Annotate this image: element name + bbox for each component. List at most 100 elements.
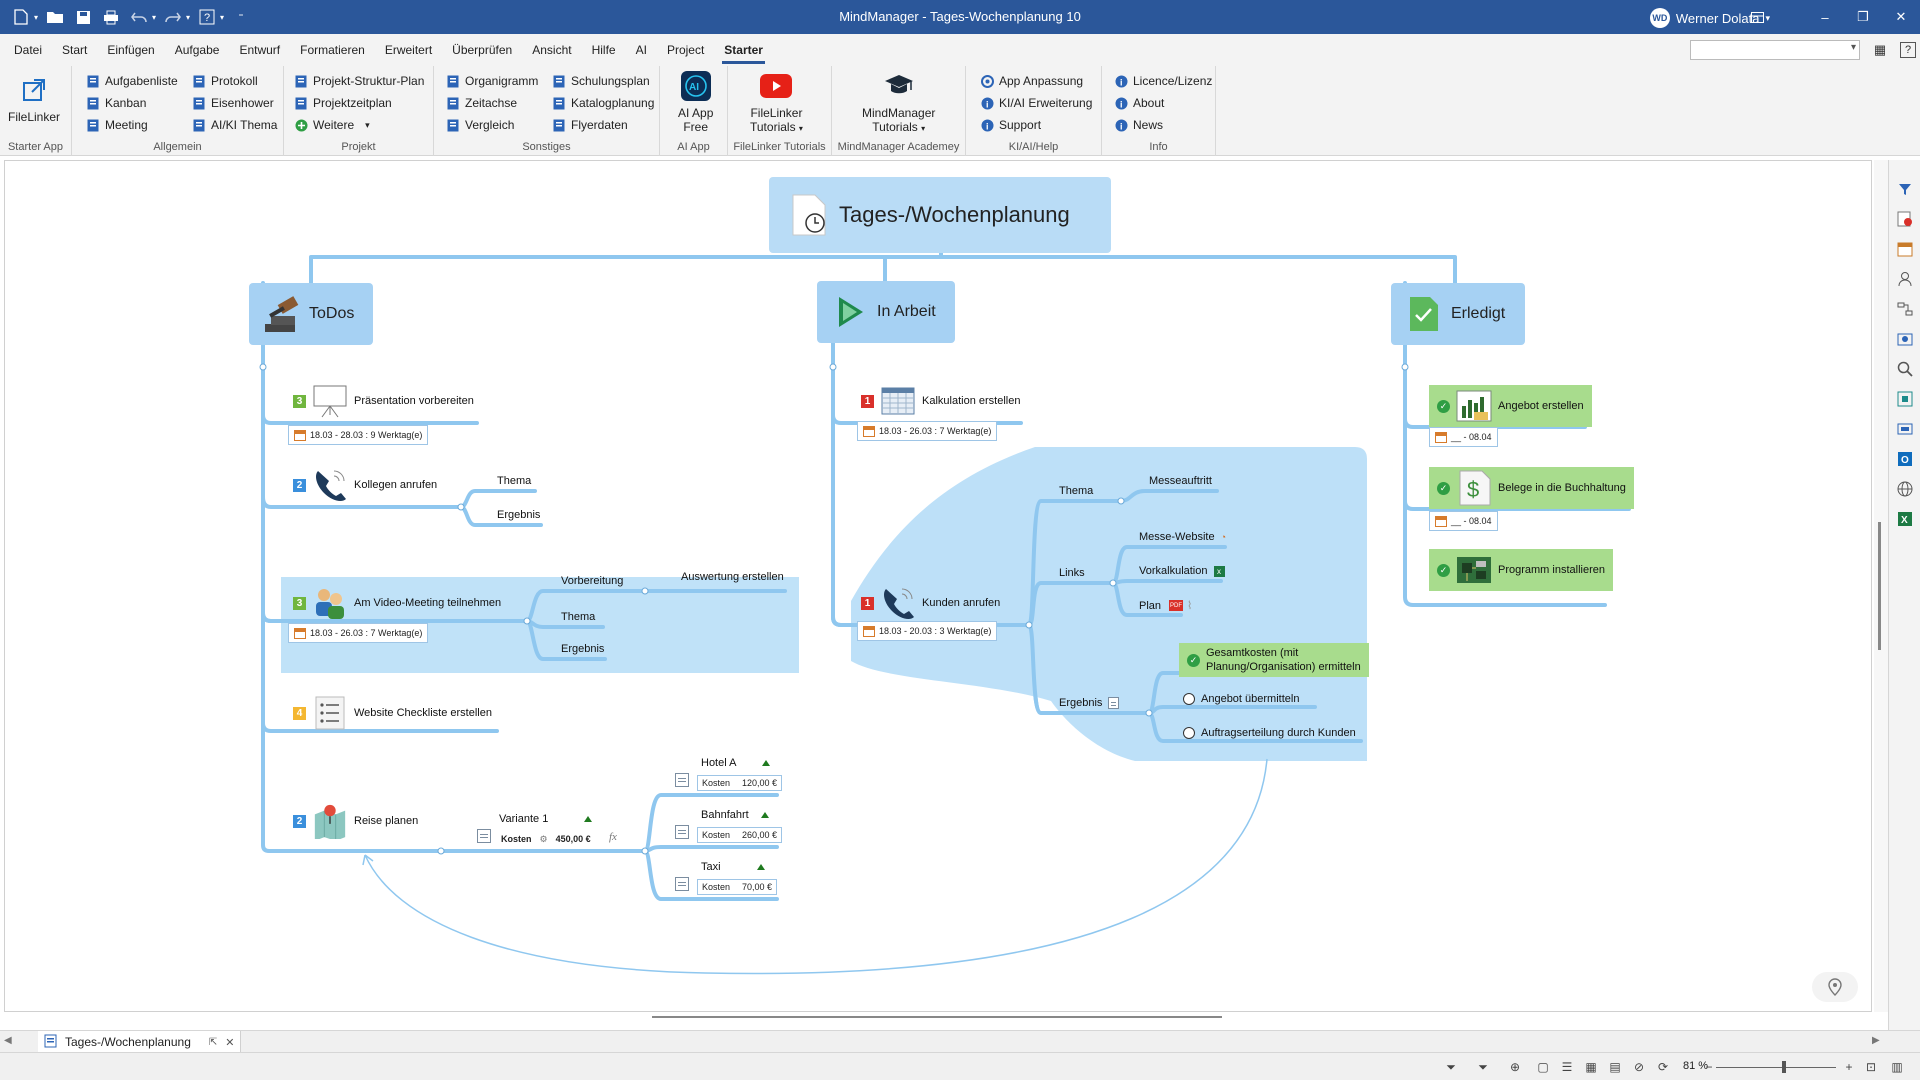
projekt-struktur-plan-button[interactable]: Projekt-Struktur-Plan xyxy=(294,74,424,88)
organigramm-button[interactable]: Organigramm xyxy=(446,74,538,88)
help-dropdown-icon[interactable]: ▾ xyxy=(220,12,225,22)
outline-view-icon[interactable]: ☰ xyxy=(1561,1060,1573,1074)
link-messe-website[interactable]: Messe-Website ◔ xyxy=(1139,531,1227,543)
map-canvas[interactable]: Tages-/Wochenplanung ToDos In Arbeit Erl… xyxy=(4,160,1872,1012)
tab-entwurf[interactable]: Entwurf xyxy=(239,43,281,57)
tab-ueberpruefen[interactable]: Überprüfen xyxy=(452,43,513,57)
calendar-view-icon[interactable]: ▦ xyxy=(1585,1060,1597,1074)
subtopic-thema[interactable]: Thema xyxy=(1059,485,1094,497)
aufgabenliste-button[interactable]: Aufgabenliste xyxy=(86,74,178,88)
filter-clear-icon[interactable]: ⏷ xyxy=(1478,1059,1488,1074)
topic-in-arbeit[interactable]: In Arbeit xyxy=(817,281,955,343)
tab-ansicht[interactable]: Ansicht xyxy=(532,43,572,57)
sync-icon[interactable]: ⟳ xyxy=(1657,1060,1669,1074)
topic-reise-planen[interactable]: 2 Reise planen xyxy=(293,803,418,839)
task-angebot-uebermitteln[interactable]: Angebot übermitteln xyxy=(1183,693,1299,705)
cost-field[interactable]: Kosten 260,00 € xyxy=(697,827,783,843)
topic-video-meeting[interactable]: 3 Am Video-Meeting teilnehmen xyxy=(293,585,501,621)
topic-praesentation-vorbereiten[interactable]: 3 Präsentation vorbereiten xyxy=(293,383,474,419)
tab-aufgabe[interactable]: Aufgabe xyxy=(174,43,220,57)
vertical-scrollbar[interactable] xyxy=(1874,160,1888,1012)
subtopic-ergebnis[interactable]: Ergebnis xyxy=(1059,697,1120,709)
scroll-thumb[interactable] xyxy=(1878,522,1881,650)
help-icon[interactable]: ? xyxy=(1900,42,1916,58)
new-dropdown-icon[interactable]: ▾ xyxy=(34,12,39,22)
katalogplanung-button[interactable]: Katalogplanung xyxy=(552,96,654,110)
zoom-out-icon[interactable]: − xyxy=(1705,1060,1713,1074)
redo-dropdown-icon[interactable]: ▾ xyxy=(186,12,191,22)
flyerdaten-button[interactable]: Flyerdaten xyxy=(552,118,628,132)
notes-pane-icon[interactable]: ▥ xyxy=(1891,1060,1903,1074)
tab-formatieren[interactable]: Formatieren xyxy=(300,43,365,57)
central-topic[interactable]: Tages-/Wochenplanung xyxy=(769,177,1111,253)
ribbon-search-input[interactable] xyxy=(1690,40,1860,60)
topic-website-checkliste[interactable]: 4 Website Checkliste erstellen xyxy=(293,695,492,731)
topic-programm-installieren[interactable]: ✓ Programm installieren xyxy=(1429,549,1613,591)
calendar-icon[interactable] xyxy=(1889,234,1920,264)
tab-einfuegen[interactable]: Einfügen xyxy=(107,43,155,57)
cost-field[interactable]: Kosten 70,00 € xyxy=(697,879,778,895)
topic-angebot-erstellen[interactable]: ✓ Angebot erstellen xyxy=(1429,385,1592,427)
topic-kunden-anrufen[interactable]: 1 Kunden anrufen xyxy=(861,585,1000,621)
close-tab-icon[interactable]: ✕ xyxy=(225,1036,235,1049)
horizontal-scrollbar[interactable] xyxy=(652,1016,1222,1018)
subtopic-thema[interactable]: Thema xyxy=(561,611,596,623)
filter-icon[interactable]: ⏷ xyxy=(1446,1059,1456,1074)
task-gesamtkosten-ermitteln[interactable]: ✓ Gesamtkosten (mit Planung/Organisation… xyxy=(1179,643,1369,677)
option-taxi[interactable]: Taxi xyxy=(701,861,765,873)
filter-icon[interactable] xyxy=(1889,174,1920,204)
cost-field[interactable]: Kosten 120,00 € xyxy=(697,775,783,791)
mindmanager-tutorials-button[interactable]: MindManager Tutorials ▾ xyxy=(862,70,935,136)
topic-todos[interactable]: ToDos xyxy=(249,283,373,345)
subtopic-vorbereitung[interactable]: Vorbereitung xyxy=(561,575,624,587)
date-range[interactable]: 18.03 - 20.03 : 3 Werktag(e) xyxy=(857,621,998,641)
customize-toolbar-icon[interactable]: ⁼ xyxy=(238,11,244,23)
option-bahnfahrt[interactable]: Bahnfahrt xyxy=(701,809,769,821)
slides-icon[interactable] xyxy=(1889,414,1920,444)
zoom-slider-knob[interactable] xyxy=(1782,1061,1786,1073)
topic-erledigt[interactable]: Erledigt xyxy=(1391,283,1525,345)
subtopic-thema[interactable]: Thema xyxy=(497,475,532,487)
location-pin-button[interactable] xyxy=(1812,972,1858,1002)
layout-icon[interactable]: ▢ xyxy=(1537,1060,1549,1074)
undo-dropdown-icon[interactable]: ▾ xyxy=(152,12,157,22)
topic-belege-buchhaltung[interactable]: ✓ $ Belege in die Buchhaltung xyxy=(1429,467,1634,509)
zoom-in-icon[interactable]: + xyxy=(1845,1060,1853,1074)
note-icon[interactable] xyxy=(675,773,689,787)
meeting-button[interactable]: Meeting xyxy=(86,118,148,132)
ai-app-free-button[interactable]: AI AI App Free xyxy=(678,70,713,134)
task-info-icon[interactable] xyxy=(1889,204,1920,234)
search-icon[interactable] xyxy=(1889,354,1920,384)
zoom-slider[interactable] xyxy=(1716,1061,1836,1073)
link-view-icon[interactable]: ⊘ xyxy=(1633,1060,1645,1074)
filelinker-tutorials-button[interactable]: FileLinker Tutorials ▾ xyxy=(750,70,803,136)
kanban-button[interactable]: Kanban xyxy=(86,96,146,110)
projektzeitplan-button[interactable]: Projektzeitplan xyxy=(294,96,392,110)
note-icon[interactable] xyxy=(675,825,689,839)
subtopic-variante-1[interactable]: Variante 1 xyxy=(499,813,593,825)
print-icon[interactable] xyxy=(100,6,122,28)
doc-tab-tages-wochenplanung[interactable]: Tages-/Wochenplanung ⇱ ✕ xyxy=(38,1031,242,1053)
library-icon[interactable] xyxy=(1889,324,1920,354)
layout-options-icon[interactable]: ▦ xyxy=(1873,42,1887,57)
subtopic-ergebnis[interactable]: Ergebnis xyxy=(497,509,541,521)
undo-icon[interactable] xyxy=(128,6,150,28)
scroll-left-icon[interactable]: ◀ xyxy=(4,1035,12,1046)
ribbon-display-icon[interactable] xyxy=(1738,0,1776,34)
task-auftragserteilung[interactable]: Auftragserteilung durch Kunden xyxy=(1183,727,1356,739)
fit-to-window-icon[interactable]: ⊡ xyxy=(1865,1060,1877,1074)
schulungsplan-button[interactable]: Schulungsplan xyxy=(552,74,650,88)
tab-ai[interactable]: AI xyxy=(635,43,647,57)
tab-datei[interactable]: Datei xyxy=(14,43,43,57)
subtopic-messeauftritt[interactable]: Messeauftritt xyxy=(1149,475,1212,487)
date-range[interactable]: 18.03 - 26.03 : 7 Werktag(e) xyxy=(288,623,429,643)
eisenhower-button[interactable]: Eisenhower xyxy=(192,96,274,110)
fit-map-icon[interactable] xyxy=(1889,384,1920,414)
subtopic-auswertung-erstellen[interactable]: Auswertung erstellen xyxy=(681,571,784,583)
vergleich-button[interactable]: Vergleich xyxy=(446,118,514,132)
open-folder-icon[interactable] xyxy=(44,6,66,28)
